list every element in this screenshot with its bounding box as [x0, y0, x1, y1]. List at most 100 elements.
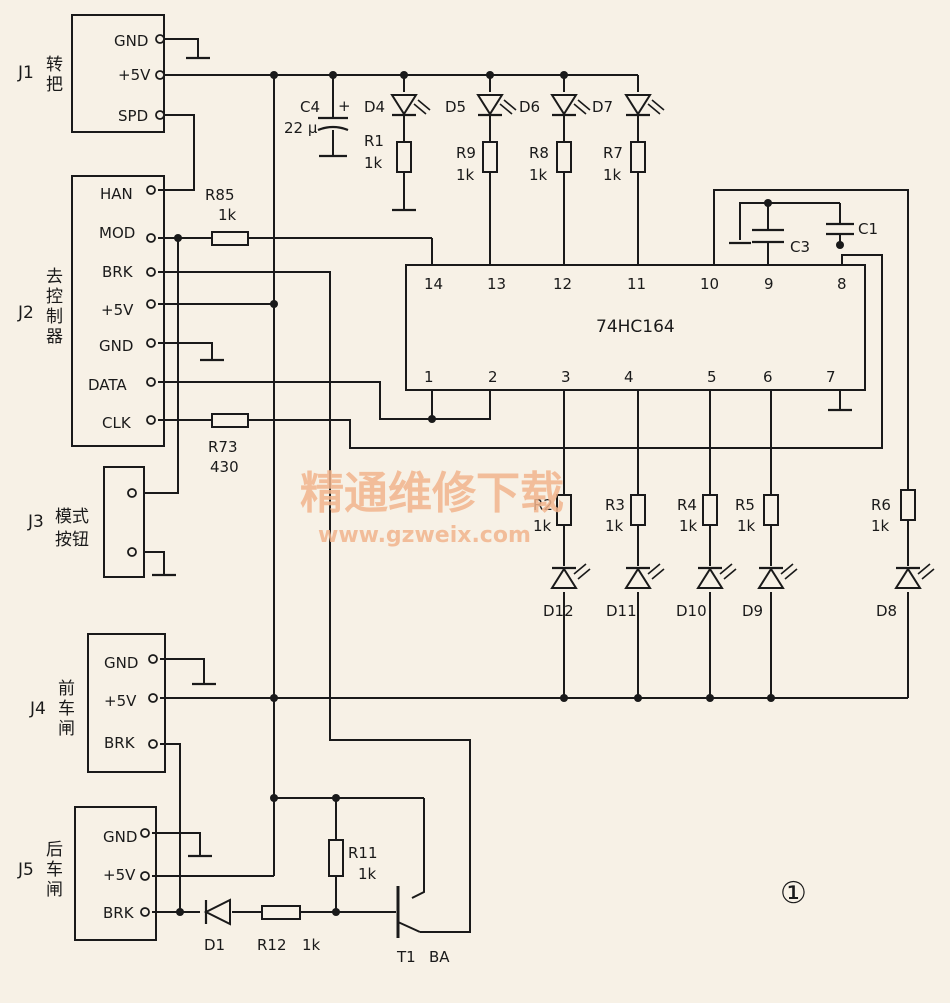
j4-name-3: 闸 — [58, 719, 75, 739]
led-d11: D11 — [606, 563, 665, 620]
j2-name-1: 去 — [46, 267, 63, 287]
j4-pin-5v: +5V — [104, 692, 137, 710]
r11-label: R11 — [348, 844, 378, 862]
resistor-r73: R73 430 — [208, 413, 249, 476]
c1-label: C1 — [858, 220, 878, 238]
ic-pin-11: 11 — [627, 275, 646, 293]
d6-label: D6 — [519, 98, 540, 116]
led-d5: D5 — [445, 94, 517, 117]
r73-value: 430 — [210, 458, 239, 476]
r1-value: 1k — [364, 154, 383, 172]
j2-pin-gnd: GND — [99, 337, 133, 355]
connector-j1: J1 转 把 GND +5V SPD — [17, 14, 165, 133]
ic-pin-6: 6 — [763, 368, 773, 386]
r12-label: R12 — [257, 936, 287, 954]
r4-label: R4 — [677, 496, 697, 514]
r9-value: 1k — [456, 166, 475, 184]
t1-type: BA — [429, 948, 450, 966]
d10-label: D10 — [676, 602, 707, 620]
j1-id: J1 — [17, 63, 34, 83]
r85-value: 1k — [218, 206, 237, 224]
capacitor-c1: C1 — [858, 220, 878, 238]
j2-name-3: 制 — [46, 307, 63, 327]
led-d12: D12 — [543, 563, 591, 620]
resistor-r6: R6 1k — [871, 489, 916, 535]
ic-name: 74HC164 — [596, 317, 675, 337]
r9-label: R9 — [456, 144, 476, 162]
j4-pin-gnd: GND — [104, 654, 138, 672]
j1-name-2: 把 — [46, 75, 63, 95]
resistor-r3: R3 1k — [605, 494, 646, 535]
resistor-r2: R2 1k — [533, 494, 572, 535]
transistor-t1: T1 BA — [396, 948, 450, 966]
d11-label: D11 — [606, 602, 637, 620]
led-d9: D9 — [742, 563, 798, 620]
ic-pin-3: 3 — [561, 368, 571, 386]
j5-pin-gnd: GND — [103, 828, 137, 846]
d8-label: D8 — [876, 602, 897, 620]
ic-pin-1: 1 — [424, 368, 434, 386]
junction-dots — [174, 71, 844, 916]
j1-pin-spd: SPD — [118, 107, 148, 125]
d9-label: D9 — [742, 602, 763, 620]
r5-value: 1k — [737, 517, 756, 535]
c4-value: 22 μ — [284, 119, 318, 137]
resistor-r5: R5 1k — [735, 494, 779, 535]
t1-label: T1 — [396, 948, 416, 966]
j4-name-1: 前 — [58, 679, 75, 699]
r2-label: R2 — [533, 496, 553, 514]
watermark: 精通维修下载 www.gzweix.com — [300, 468, 564, 548]
j2-pin-brk: BRK — [102, 263, 134, 281]
r85-label: R85 — [205, 186, 235, 204]
capacitor-c3: C3 — [790, 238, 810, 256]
j2-pin-data: DATA — [88, 376, 127, 394]
led-d8: D8 — [876, 563, 935, 620]
r3-value: 1k — [605, 517, 624, 535]
r3-label: R3 — [605, 496, 625, 514]
resistor-r9: R9 1k — [456, 141, 498, 184]
r8-label: R8 — [529, 144, 549, 162]
j5-name-3: 闸 — [46, 880, 63, 900]
j3-name-2: 按钮 — [55, 530, 89, 550]
r12-value: 1k — [302, 936, 321, 954]
connector-j4: J4 前 车 闸 GND +5V BRK — [29, 633, 166, 773]
watermark-url: www.gzweix.com — [318, 523, 531, 548]
resistor-r11: R11 1k — [328, 839, 378, 883]
c4-plus-sign: + — [338, 97, 351, 115]
ic-74hc164: 74HC164 14 13 12 11 10 9 8 1 2 3 4 5 6 7 — [405, 264, 866, 391]
j2-pin-clk: CLK — [102, 414, 132, 432]
ic-pin-9: 9 — [764, 275, 774, 293]
watermark-title: 精通维修下载 — [300, 468, 564, 519]
led-d7: D7 — [592, 94, 665, 117]
j5-pin-brk: BRK — [103, 904, 135, 922]
resistor-r7: R7 1k — [603, 141, 646, 184]
j5-id: J5 — [17, 860, 34, 880]
j1-pin-5v: +5V — [118, 66, 151, 84]
ic-pin-10: 10 — [700, 275, 719, 293]
c4-label: C4 — [300, 98, 320, 116]
ic-pin-4: 4 — [624, 368, 634, 386]
d12-label: D12 — [543, 602, 574, 620]
j2-pin-han: HAN — [100, 185, 133, 203]
d5-label: D5 — [445, 98, 466, 116]
j2-name-2: 控 — [46, 287, 63, 307]
j4-pin-brk: BRK — [104, 734, 136, 752]
j4-name-2: 车 — [58, 699, 75, 719]
connector-j3: J3 模式 按钮 — [27, 466, 145, 578]
j2-pin-5v: +5V — [101, 301, 134, 319]
r4-value: 1k — [679, 517, 698, 535]
c3-label: C3 — [790, 238, 810, 256]
diode-d1: D1 — [203, 898, 231, 954]
ic-pin-8: 8 — [837, 275, 847, 293]
led-d6: D6 — [519, 94, 591, 117]
j1-pin-gnd: GND — [114, 32, 148, 50]
d7-label: D7 — [592, 98, 613, 116]
resistor-r4: R4 1k — [677, 494, 718, 535]
r5-label: R5 — [735, 496, 755, 514]
ic-pin-13: 13 — [487, 275, 506, 293]
capacitor-c4: + C4 22 μ — [284, 97, 351, 137]
figure-number: ① — [780, 876, 807, 911]
ic-pin-2: 2 — [488, 368, 498, 386]
j5-pin-5v: +5V — [103, 866, 136, 884]
